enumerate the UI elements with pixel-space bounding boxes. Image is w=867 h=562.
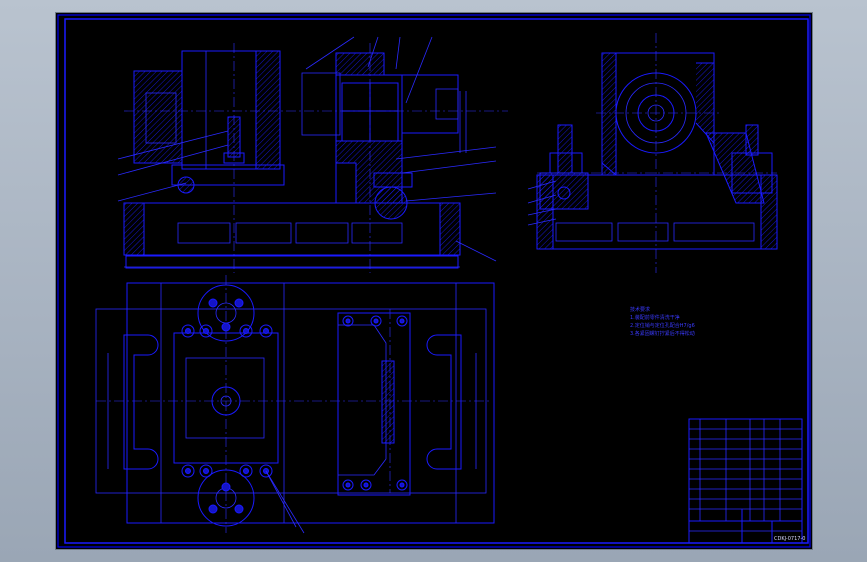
- front-section-view: [117, 36, 508, 273]
- drawing-border: [64, 18, 809, 544]
- left-body-hatch: [133, 70, 183, 164]
- note-line-2: 1.装配前零件清洗干净: [630, 314, 680, 321]
- drawing-canvas: 技术要求 1.装配前零件清洗干净 2.定位销与定位孔配合H7/g6 3.各紧固螺…: [57, 14, 811, 548]
- outer-frame: [57, 14, 811, 548]
- note-line-3: 2.定位销与定位孔配合H7/g6: [630, 322, 695, 329]
- bolt-row-top: [181, 324, 273, 338]
- base-plate: [123, 202, 461, 256]
- note-line-1: 技术要求: [630, 306, 650, 313]
- lower-clamp: [374, 186, 408, 220]
- plan-view: [95, 275, 495, 534]
- bolt-row-bottom: [181, 464, 273, 478]
- title-block: CDKJ-0717-0: [688, 418, 805, 544]
- plan-outline: [126, 282, 495, 524]
- bottom-clamp-disc: [197, 469, 255, 527]
- fixture-body: [173, 332, 279, 464]
- right-clamp: [337, 312, 411, 496]
- drawing-number: CDKJ-0717-0: [774, 536, 805, 542]
- top-clamp-disc: [197, 284, 255, 342]
- technical-notes: 技术要求 1.装配前零件清洗干净 2.定位销与定位孔配合H7/g6 3.各紧固螺…: [630, 306, 695, 337]
- note-line-4: 3.各紧固螺钉拧紧后不得松动: [630, 330, 695, 337]
- workpiece: [401, 74, 459, 134]
- side-section-view: [527, 33, 778, 273]
- cad-drawing-sheet: 技术要求 1.装配前零件清洗干净 2.定位销与定位孔配合H7/g6 3.各紧固螺…: [56, 13, 812, 549]
